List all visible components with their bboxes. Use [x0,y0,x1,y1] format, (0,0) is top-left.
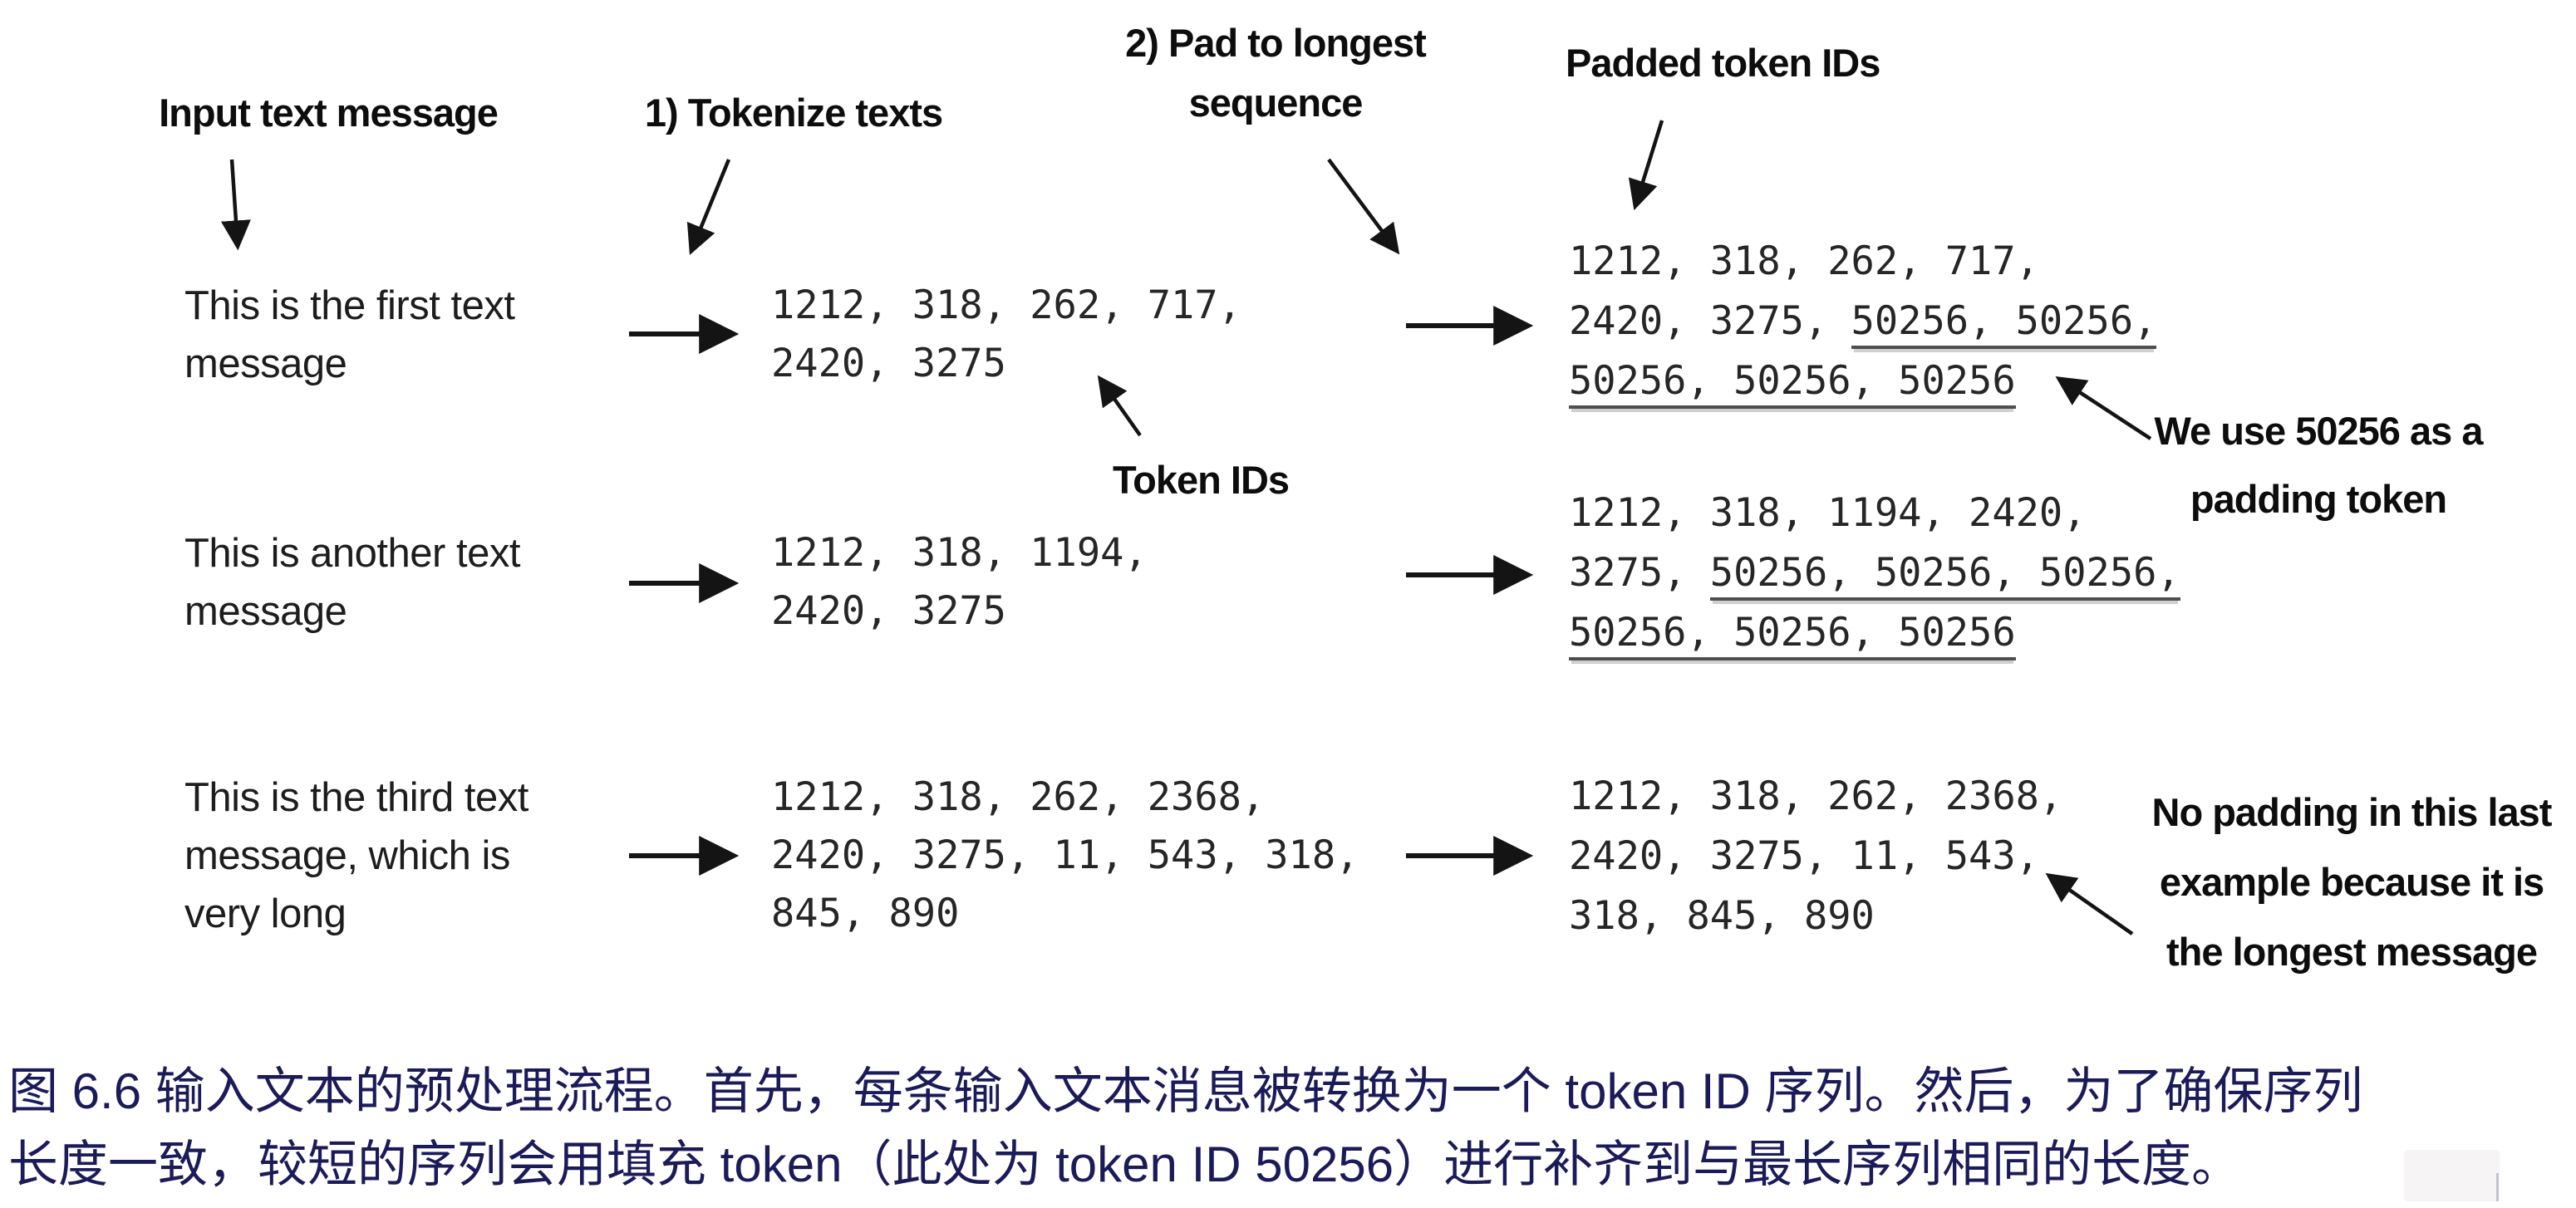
stage-label-pad: 2) Pad to longest sequence [1125,21,1427,125]
token-ids-annotation-arrow-icon [1097,375,1142,437]
watermark-artifact [2404,1150,2500,1201]
annotation-token-ids: Token IDs [1112,458,1290,502]
input-message-3: This is the third text message, which is… [184,775,528,936]
token-ids-block-1: 1212, 318, 262, 717, 2420, 3275 [771,282,1241,386]
padded-token-ids-block-3: 1212, 318, 262, 2368,2420, 3275, 11, 543… [1569,773,2063,939]
input-message-2: This is another text message [184,531,520,634]
padded-token-ids-block-2: 1212, 318, 1194, 2420,3275, 50256, 50256… [1569,487,2180,666]
stage-label-padded-output: Padded token IDs [1566,41,1880,85]
pad-label-arrow-icon [1327,158,1400,255]
token-ids-block-3: 1212, 318, 262, 2368, 2420, 3275, 11, 54… [771,774,1359,936]
annotation-no-padding-note: No padding in this last example because … [2151,790,2553,974]
padding-note-arrow-icon [2055,376,2152,440]
input-label-arrow-icon [220,159,251,251]
stage-label-tokenize: 1) Tokenize texts [644,91,943,135]
token-ids-block-2: 1212, 318, 1194, 2420, 3275 [771,530,1148,634]
figure-caption: 图 6.6 输入文本的预处理流程。首先，每条输入文本消息被转换为一个 token… [8,1063,2363,1192]
padded-token-ids-block-1: 1212, 318, 262, 717,2420, 3275, 50256, 5… [1569,235,2157,415]
no-padding-note-arrow-icon [2045,872,2134,935]
stage-label-input: Input text message [159,91,499,135]
input-message-1: This is the first text message [184,283,515,386]
tokenize-label-arrow-icon [686,159,731,255]
watermark-artifact-line [2496,1173,2499,1201]
padded-label-arrow-icon [1628,120,1664,211]
annotation-padding-token-note: We use 50256 as a padding token [2154,409,2484,521]
